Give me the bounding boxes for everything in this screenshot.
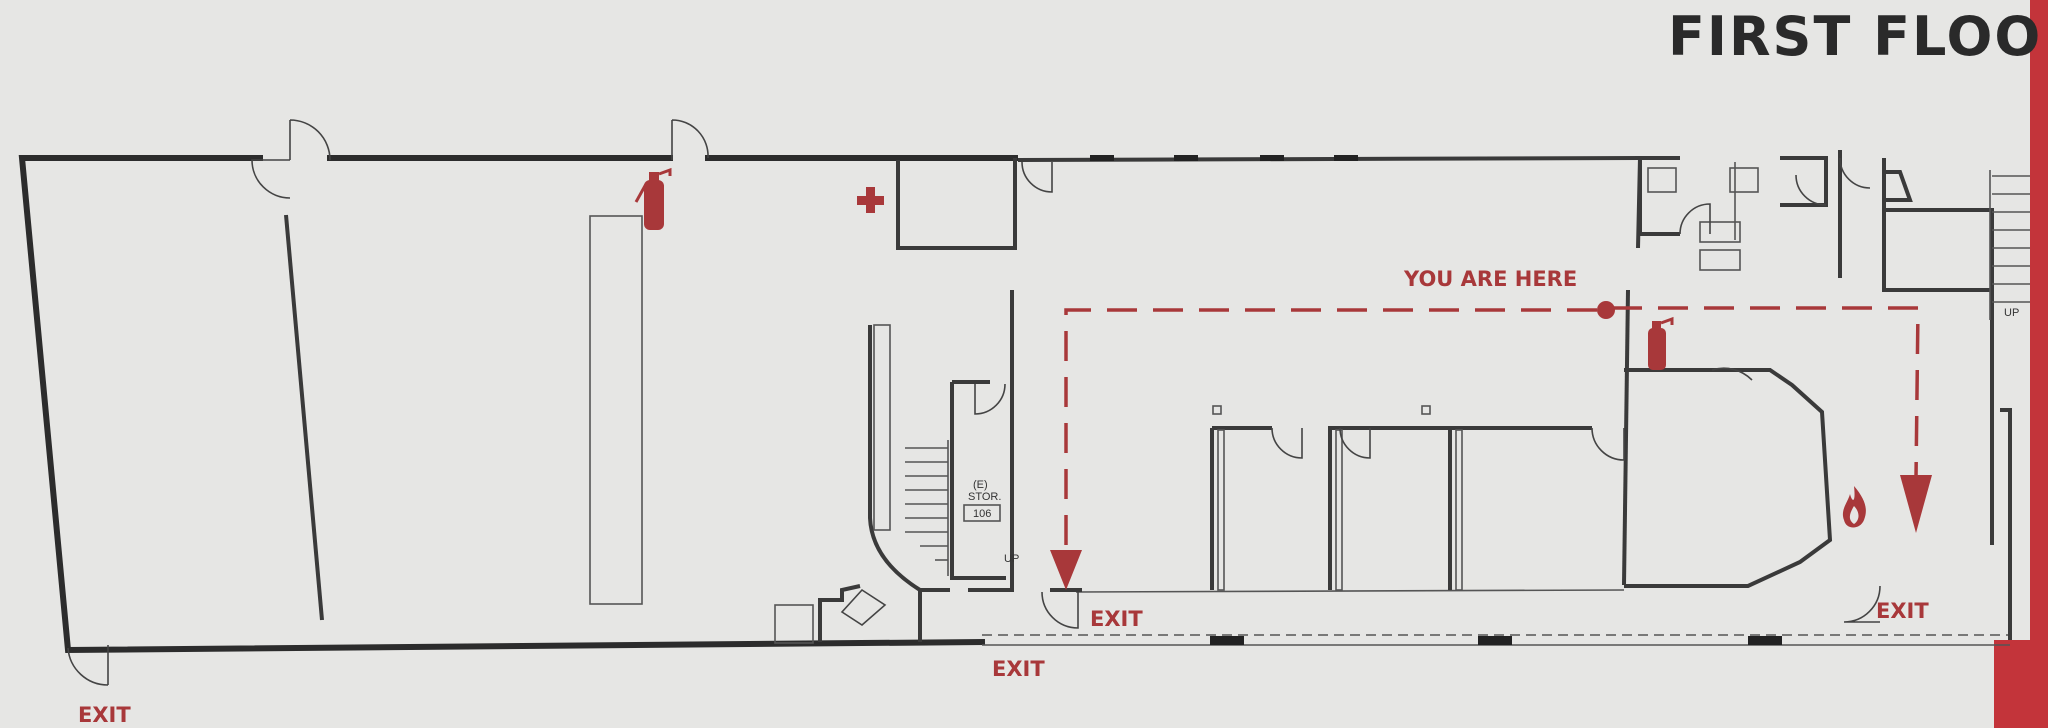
left-wing-doors xyxy=(67,119,709,686)
you-are-here-label: YOU ARE HERE xyxy=(1403,267,1577,291)
page-title: FIRST FLOO xyxy=(1668,5,2042,68)
exit-label-center-low: EXIT xyxy=(992,657,1045,681)
right-stair-up-label: UP xyxy=(2004,307,2019,319)
left-wing-walls xyxy=(18,155,1018,654)
stair-up-label: UP xyxy=(1004,553,1019,565)
room-code: (E) xyxy=(973,479,988,491)
route-arrow-icon xyxy=(1900,475,1932,533)
main-hall-walls xyxy=(982,150,2012,646)
central-core xyxy=(774,290,1014,644)
red-edge-strip-bottom xyxy=(1994,640,2048,728)
fire-alarm-icon xyxy=(1842,486,1866,528)
exit-door-center xyxy=(1041,591,1079,629)
red-edge-strip xyxy=(2030,0,2048,728)
evacuation-route xyxy=(1050,301,1932,590)
route-arrow-icon xyxy=(1050,550,1082,590)
hall-door-top xyxy=(1021,161,1053,193)
office-rooms xyxy=(1210,367,1753,591)
exit-label-left: EXIT xyxy=(78,703,131,727)
exit-label-right: EXIT xyxy=(1876,599,1929,623)
fire-extinguisher-icon xyxy=(1648,316,1674,370)
exit-label-center: EXIT xyxy=(1090,607,1143,631)
first-aid-icon xyxy=(857,187,884,213)
window-markers xyxy=(1090,155,1782,645)
restroom-block xyxy=(1647,157,1871,271)
exit-door-right xyxy=(1843,585,1881,623)
you-are-here-marker xyxy=(1597,301,1615,319)
room-number: 106 xyxy=(973,508,991,520)
room-name: STOR. xyxy=(968,491,1001,503)
right-stair xyxy=(1884,170,2030,320)
fire-extinguisher-icon xyxy=(634,167,672,230)
